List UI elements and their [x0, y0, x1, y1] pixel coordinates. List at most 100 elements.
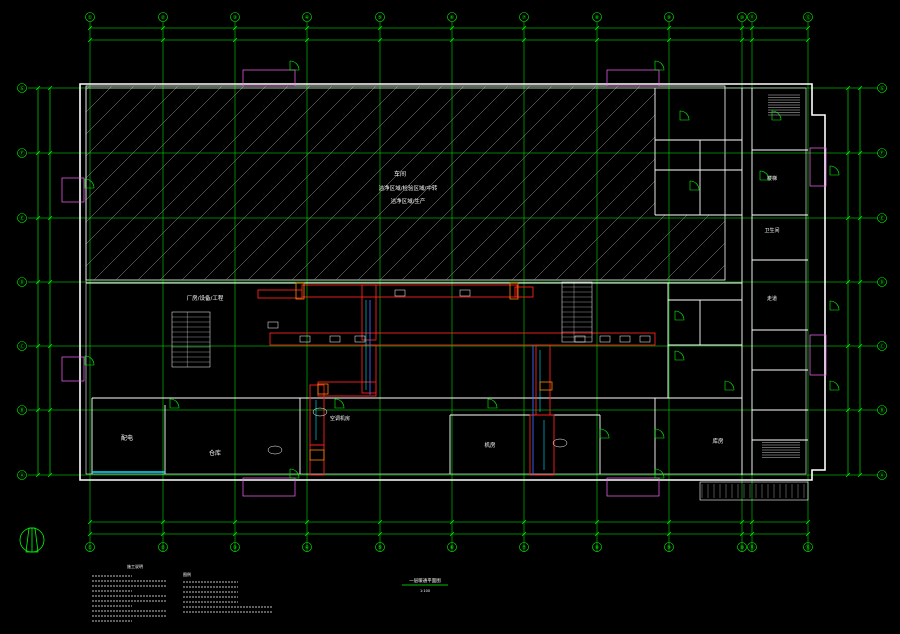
- dimension-tick: [449, 531, 455, 537]
- room-label-wc: 卫生间: [764, 227, 779, 234]
- column-axis-bubble-top-label: ⑦: [522, 15, 527, 21]
- hatch-line: [86, 86, 113, 280]
- dimension-tick: [749, 25, 755, 31]
- column-axis-bubble-bottom-label: ⑦: [522, 545, 527, 551]
- dimension-tick: [666, 531, 672, 537]
- hatch-lines: [0, 86, 900, 280]
- column-axis-bubble-top-label: ④: [305, 15, 310, 21]
- column-axis-bubble-bottom-circle: [803, 542, 813, 552]
- dimension-tick: [739, 37, 745, 43]
- zone-label-2: 洁净区域/检验区域/中转: [379, 184, 438, 192]
- exterior-wall: [79, 83, 826, 481]
- row-axis-bubble-right-circle: [877, 148, 887, 158]
- column-axis-bubble-bottom-circle: [302, 542, 312, 552]
- column-axis-bubble-top-circle: [375, 12, 385, 22]
- dimension-tick: [35, 150, 41, 156]
- dimension-tick: [594, 519, 600, 525]
- air-duct-segment: [257, 289, 303, 299]
- dimension-tick: [232, 519, 238, 525]
- hatch-line: [379, 86, 575, 280]
- hatch-line: [864, 86, 900, 280]
- column-axis-bubble-bottom-circle: [592, 542, 602, 552]
- zone-label-3: 洁净区域/生产: [391, 197, 426, 205]
- dimension-tick: [47, 85, 53, 91]
- column-axis-bubble-top-label: ⑪: [749, 14, 754, 21]
- dimension-tick: [160, 37, 166, 43]
- row-axis-bubble-right-circle: [877, 83, 887, 93]
- hatch-line: [86, 86, 157, 280]
- row-axis-bubble-right-label: Ⓕ: [879, 150, 884, 157]
- row-axis-bubble-right-circle: [877, 277, 887, 287]
- hatch-line: [269, 86, 465, 280]
- air-duct-segment: [301, 284, 518, 298]
- hatch-line: [467, 86, 663, 280]
- hatch-line: [555, 86, 725, 280]
- equipment-callout: [312, 407, 328, 417]
- dimension-tick: [845, 472, 851, 478]
- door-swing: [169, 398, 180, 409]
- dimension-tick: [805, 37, 811, 43]
- dimension-tick: [377, 531, 383, 537]
- window-mark: [242, 477, 296, 497]
- door-swing: [724, 380, 735, 391]
- row-axis-bubble-left-label: Ⓖ: [19, 85, 24, 92]
- duct-fitting: [295, 282, 305, 300]
- legend-title: 图例: [183, 571, 191, 577]
- column-axis-bubble-bottom-circle: [664, 542, 674, 552]
- dimension-tick: [377, 519, 383, 525]
- plan-details: [61, 60, 840, 497]
- window-mark: [242, 69, 296, 87]
- column-axis-bubble-top-circle: [519, 12, 529, 22]
- door-swing: [84, 178, 95, 189]
- row-axis-bubble-right-label: Ⓑ: [879, 407, 884, 414]
- column-axis-bubble-bottom-circle: [375, 542, 385, 552]
- dimension-tick: [857, 343, 863, 349]
- equipment-schedule-left: [171, 311, 211, 368]
- dimension-tick: [47, 279, 53, 285]
- dimension-tick: [160, 25, 166, 31]
- dimension-tick: [449, 519, 455, 525]
- hatched-clean-zone: [0, 85, 900, 281]
- north-arrow-icon: [19, 527, 45, 553]
- hatch-line: [665, 86, 725, 280]
- dimension-tick: [739, 25, 745, 31]
- column-axis-bubble-top-label: ⑥: [450, 15, 455, 21]
- dimension-tick: [594, 37, 600, 43]
- column-axis-bubble-bottom-label: ④: [305, 545, 310, 551]
- door-swing: [829, 165, 840, 176]
- dimension-tick: [304, 531, 310, 537]
- dimension-tick: [304, 37, 310, 43]
- equipment-callout: [267, 445, 283, 455]
- column-axis-bubble-top-label: ⑫: [805, 14, 810, 21]
- air-duct-segment: [535, 344, 551, 416]
- hatch-line: [335, 86, 531, 280]
- door-swing: [289, 60, 300, 71]
- hatch-line: [313, 86, 509, 280]
- equipment-schedule-left-frame: [171, 311, 211, 368]
- air-diffuser: [329, 335, 341, 343]
- dimension-tick: [845, 279, 851, 285]
- hatch-line: [533, 86, 725, 280]
- hatch-line: [159, 86, 355, 280]
- row-axis-bubble-right-circle: [877, 470, 887, 480]
- row-axis-bubble-left-label: Ⓔ: [19, 215, 24, 222]
- door-swing: [829, 380, 840, 391]
- row-axis-bubble-right-label: Ⓔ: [879, 215, 884, 222]
- hatch-line: [842, 86, 900, 280]
- column-axis-bubble-bottom-circle: [737, 542, 747, 552]
- door-swing: [599, 428, 610, 439]
- hatch-line: [643, 86, 725, 280]
- hatch-line: [86, 86, 179, 280]
- hatch-line: [0, 86, 24, 280]
- room-label-machine: 机房: [484, 441, 496, 449]
- air-diffuser: [394, 289, 406, 297]
- window-mark: [809, 147, 827, 187]
- door-swing: [289, 468, 300, 479]
- dimension-tick: [739, 531, 745, 537]
- row-axis-bubble-left-label: Ⓓ: [19, 279, 24, 286]
- row-axis-bubble-left-circle: [17, 148, 27, 158]
- hatch-line: [599, 86, 725, 280]
- air-diffuser: [619, 335, 631, 343]
- dimension-tick: [857, 85, 863, 91]
- column-axis-bubble-top-circle: [158, 12, 168, 22]
